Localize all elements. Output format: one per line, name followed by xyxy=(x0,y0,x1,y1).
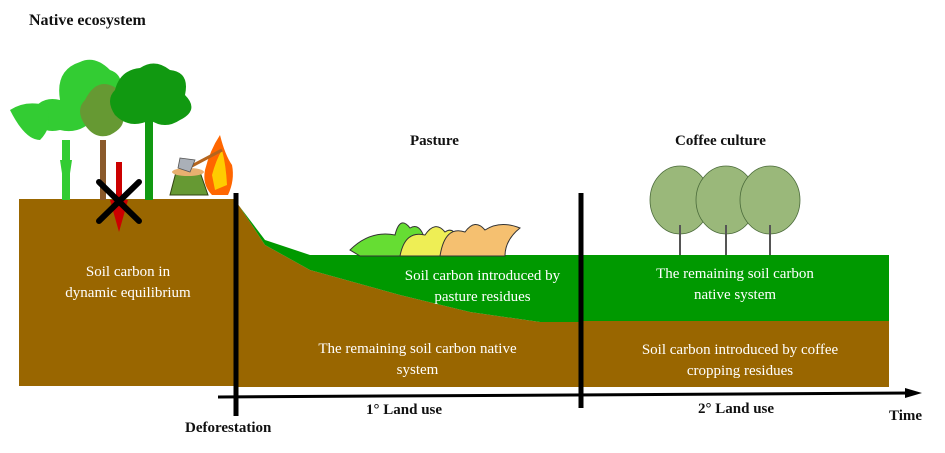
pasture-green-text-line: pasture residues xyxy=(434,289,531,305)
pasture-green-text-line: Soil carbon introduced by xyxy=(404,268,561,284)
second-land-use-label: 2° Land use xyxy=(698,401,775,417)
time-axis xyxy=(217,391,913,399)
native-soil-block xyxy=(19,199,234,386)
native-soil-text-line: Soil carbon in xyxy=(85,264,171,280)
pasture-brown-text: The remaining soil carbon native system xyxy=(285,339,550,381)
coffee-brown-text-line: cropping residues xyxy=(686,363,794,379)
forest-trees-icon xyxy=(10,59,192,200)
coffee-green-text-line: The remaining soil carbon xyxy=(656,266,814,282)
native-soil-text-line: dynamic equilibrium xyxy=(65,285,191,301)
pasture-stage-label: Pasture xyxy=(410,133,459,149)
axe-stump-fire-icon xyxy=(169,135,233,196)
coffee-soil-brown xyxy=(581,321,889,387)
pasture-brown-text-line: The remaining soil carbon native xyxy=(318,341,517,357)
coffee-trees-icon xyxy=(649,165,801,255)
time-axis-label: Time xyxy=(889,408,923,424)
time-axis-arrowhead xyxy=(905,388,922,398)
grass-tufts-icon xyxy=(349,222,521,257)
coffee-carbon-green xyxy=(581,255,889,322)
coffee-green-text: The remaining soil carbon native system xyxy=(620,264,850,306)
native-ecosystem-title: Native ecosystem xyxy=(29,12,146,29)
coffee-green-text-line: native system xyxy=(693,287,777,303)
first-land-use-label: 1° Land use xyxy=(366,402,443,418)
pasture-soil-brown xyxy=(234,199,581,387)
coffee-brown-text-line: Soil carbon introduced by coffee xyxy=(641,342,839,358)
coffee-brown-text: Soil carbon introduced by coffee croppin… xyxy=(610,340,870,382)
red-arrow-crossed-icon xyxy=(96,162,142,232)
native-soil-text: Soil carbon in dynamic equilibrium xyxy=(40,262,216,304)
pasture-carbon-green xyxy=(240,207,581,322)
coffee-stage-label: Coffee culture xyxy=(675,133,766,149)
pasture-green-text: Soil carbon introduced by pasture residu… xyxy=(375,266,590,308)
pasture-brown-text-line: system xyxy=(396,362,439,378)
deforestation-label: Deforestation xyxy=(185,420,272,436)
